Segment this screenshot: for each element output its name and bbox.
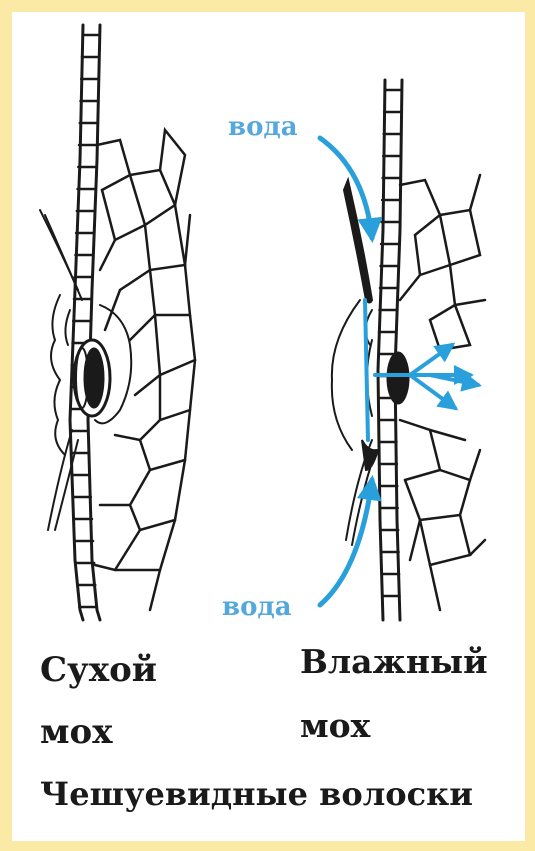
wet-moss-drawing <box>332 80 485 620</box>
dry-stoma <box>74 340 110 416</box>
wet-stoma <box>367 340 409 416</box>
caption: Чешуевидные волоски <box>40 775 473 813</box>
wet-label-line1: Влажный <box>300 642 488 681</box>
dry-label-line1: Сухой <box>40 650 157 690</box>
water-arrow-bottom <box>320 480 372 605</box>
wet-cells <box>400 175 485 610</box>
water-label-top: вода <box>228 112 298 142</box>
wet-label-line2: мох <box>300 706 370 745</box>
dry-label-line2: мох <box>40 712 112 752</box>
water-label-bottom: вода <box>222 592 292 622</box>
wet-leaf-edge <box>378 80 402 620</box>
dry-moss-drawing <box>40 25 195 620</box>
dry-leaf-edge <box>70 25 100 620</box>
